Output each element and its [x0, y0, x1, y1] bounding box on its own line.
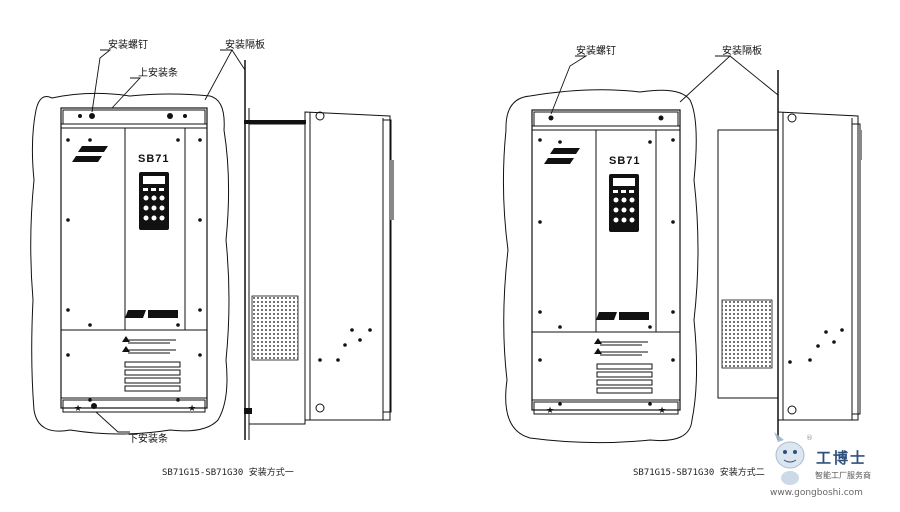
right-caption: SB71G15-SB71G30 安装方式二 — [633, 466, 765, 478]
svg-text:★: ★ — [188, 404, 196, 414]
left-front-body — [60, 107, 208, 409]
watermark: 工博士 ® 智能工厂服务商 www.gongboshi.com — [770, 432, 871, 498]
svg-text:★: ★ — [74, 404, 82, 414]
watermark-url: www.gongboshi.com — [770, 488, 863, 498]
right-front-body — [531, 109, 681, 411]
left-side-vent — [251, 295, 299, 361]
left-keypad — [139, 172, 169, 230]
left-front-logo: SB71 — [138, 153, 170, 165]
left-label-lower-strip: 下安装条 — [128, 432, 168, 445]
right-cutout-outline — [502, 89, 699, 444]
left-figure: SB71 ★ ★ — [30, 38, 394, 478]
left-caption: SB71G15-SB71G30 安装方式一 — [162, 466, 294, 478]
right-side-view — [717, 70, 862, 440]
right-leaders — [550, 55, 779, 115]
left-label-screw: 安装螺钉 — [108, 38, 148, 51]
mascot-icon — [774, 432, 805, 485]
left-brand-stripe-icon — [72, 146, 108, 162]
svg-text:★: ★ — [546, 406, 554, 416]
left-side-view — [244, 60, 394, 440]
watermark-name: 工博士 — [816, 449, 867, 467]
right-keypad — [609, 174, 639, 232]
right-label-partition: 安装隔板 — [722, 44, 762, 57]
watermark-registered: ® — [806, 434, 813, 442]
right-figure: SB71 ★ ★ — [502, 44, 862, 478]
left-label-upper-strip: 上安装条 — [138, 66, 178, 79]
right-brand-stripe-icon — [544, 148, 580, 164]
left-cutout-outline — [30, 92, 230, 435]
left-leaders — [91, 49, 246, 433]
watermark-tagline: 智能工厂服务商 — [815, 470, 871, 480]
left-label-partition: 安装隔板 — [225, 38, 265, 51]
right-front-logo: SB71 — [609, 155, 641, 167]
right-label-screw: 安装螺钉 — [576, 44, 616, 57]
svg-text:★: ★ — [658, 406, 666, 416]
right-side-vent — [721, 299, 773, 369]
